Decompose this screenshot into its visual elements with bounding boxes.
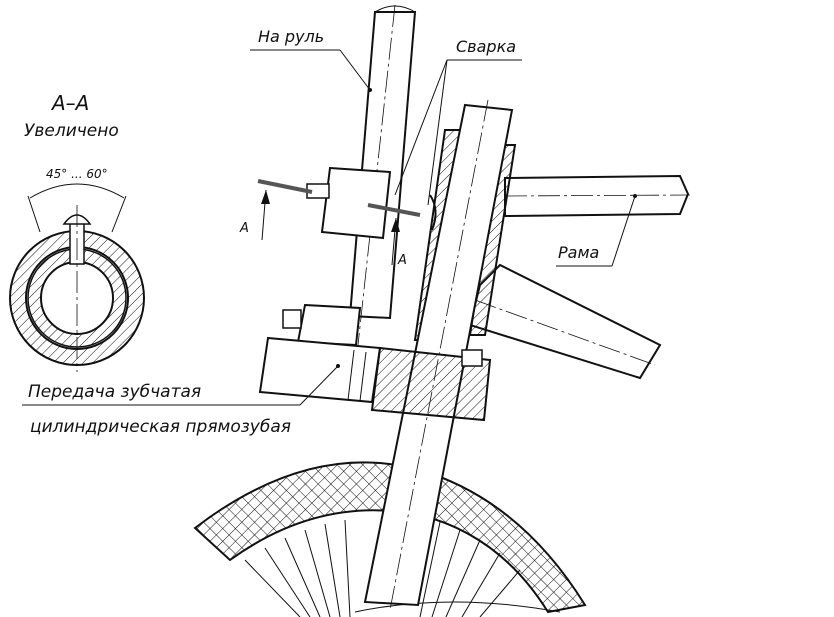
annotations: На руль Сварка Рама Передача зубчатая ци… bbox=[22, 27, 637, 437]
gear-right bbox=[370, 346, 492, 422]
weld-label: Сварка bbox=[456, 37, 516, 56]
frame-top-axis bbox=[504, 194, 691, 197]
wheel bbox=[193, 461, 587, 617]
frame-label: Рама bbox=[558, 243, 599, 262]
angle-extension-left bbox=[27, 195, 41, 233]
gear-leader-dot bbox=[336, 364, 340, 368]
steering-leader bbox=[339, 49, 371, 91]
gear-pair bbox=[258, 336, 492, 422]
cut-line-left bbox=[257, 179, 313, 194]
gear-label-line2: цилиндрическая прямозубая bbox=[30, 417, 291, 437]
section-subtitle: Увеличено bbox=[24, 121, 119, 141]
section-mark-right: А bbox=[397, 253, 407, 268]
steering-shaft: А А bbox=[239, 4, 421, 401]
frame-leader-dot bbox=[633, 194, 637, 198]
weld-leader-1 bbox=[394, 59, 448, 196]
angle-dimension-arc bbox=[29, 183, 125, 199]
lower-collar bbox=[296, 303, 362, 347]
cut-arrowhead-left bbox=[261, 190, 270, 204]
cut-line-right bbox=[367, 203, 421, 217]
steering-leader-dot bbox=[368, 88, 372, 92]
section-title: А–А bbox=[50, 91, 89, 115]
section-mark-left: А bbox=[239, 221, 249, 236]
steering-tube bbox=[348, 11, 417, 320]
steering-label: На руль bbox=[258, 27, 324, 46]
wheel-bottom-edge bbox=[354, 601, 561, 613]
frame-leader bbox=[611, 195, 636, 267]
angle-extension-right bbox=[111, 195, 127, 233]
gear-left-tooth-line2 bbox=[359, 351, 367, 402]
section-view: А–А Увеличено 45° ... 60° bbox=[9, 91, 145, 372]
frame-down-axis bbox=[474, 299, 656, 366]
weld-leader-2 bbox=[427, 59, 448, 206]
gear-label-line1: Передача зубчатая bbox=[28, 382, 201, 402]
wheel-spokes bbox=[244, 519, 521, 617]
collar-screw bbox=[282, 309, 302, 329]
clamp-block bbox=[320, 166, 392, 240]
frame-down-tube bbox=[468, 263, 662, 380]
angle-label: 45° ... 60° bbox=[46, 167, 108, 181]
gear-left bbox=[258, 336, 382, 404]
gear-leader bbox=[299, 365, 339, 406]
cut-arrowhead-right bbox=[391, 218, 400, 232]
tire bbox=[193, 461, 587, 614]
frame bbox=[468, 174, 691, 380]
gear-left-tooth-line bbox=[347, 349, 355, 401]
gear-right-screw bbox=[461, 349, 483, 367]
weld-bead bbox=[429, 194, 437, 231]
